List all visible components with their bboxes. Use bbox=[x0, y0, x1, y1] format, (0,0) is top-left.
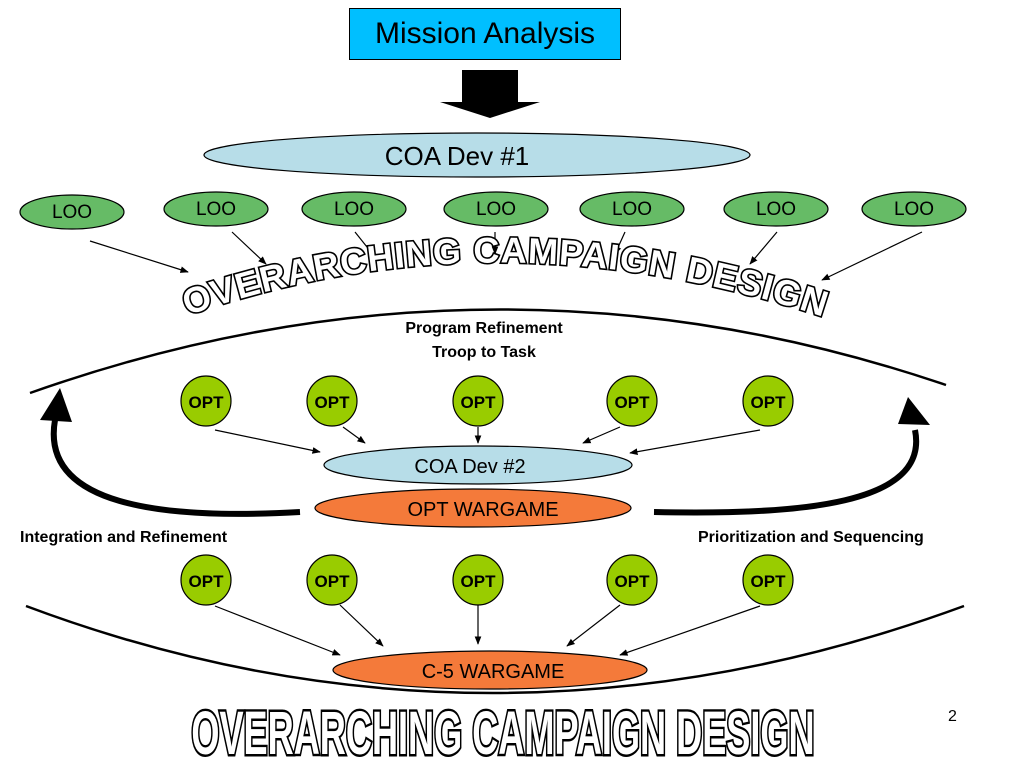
loo-label-4: LOO bbox=[476, 199, 516, 220]
program-refinement-line1: Program Refinement bbox=[405, 320, 563, 337]
loo-label-1: LOO bbox=[52, 202, 92, 223]
left-curved-arrow bbox=[50, 419, 301, 517]
down-arrow bbox=[440, 70, 540, 118]
page-number: 2 bbox=[948, 708, 957, 725]
lower-opt-label-4: OPT bbox=[615, 572, 651, 591]
opt-wargame-ellipse bbox=[314, 488, 632, 528]
lower-opt-label-2: OPT bbox=[315, 572, 351, 591]
mission-analysis-box: Mission Analysis bbox=[349, 8, 621, 60]
lower-opt-circle-1 bbox=[180, 554, 232, 606]
c5-wargame-label: C-5 WARGAME bbox=[422, 661, 565, 683]
loo-group: LOO LOO LOO LOO LOO LOO LOO bbox=[19, 191, 967, 230]
lower-opt-circle-5 bbox=[742, 554, 794, 606]
upper-opt-circle-5 bbox=[742, 375, 794, 427]
coa2-ellipse bbox=[323, 445, 633, 485]
loo-ellipse-2 bbox=[163, 191, 269, 227]
upper-opt-label-5: OPT bbox=[751, 393, 787, 412]
loo-ellipse-7 bbox=[861, 191, 967, 227]
loo-ellipse-6 bbox=[723, 191, 829, 227]
loo-label-7: LOO bbox=[894, 199, 934, 220]
loo-ellipse-4 bbox=[443, 191, 549, 227]
opt-upper-group: OPT OPT OPT OPT OPT bbox=[180, 375, 794, 427]
right-arrowhead bbox=[898, 397, 930, 425]
loo-label-6: LOO bbox=[756, 199, 796, 220]
upper-opt-circle-2 bbox=[306, 375, 358, 427]
lower-opt-circle-2 bbox=[306, 554, 358, 606]
upper-opt-circle-1 bbox=[180, 375, 232, 427]
top-divider-curve bbox=[29, 308, 947, 395]
upper-opt-circle-3 bbox=[452, 375, 504, 427]
upper-opt-label-4: OPT bbox=[615, 393, 651, 412]
coa2-label: COA Dev #2 bbox=[414, 456, 525, 478]
program-refinement-line2: Troop to Task bbox=[432, 344, 536, 361]
loo-label-3: LOO bbox=[334, 199, 374, 220]
lower-opt-label-5: OPT bbox=[751, 572, 787, 591]
lower-opt-circle-4 bbox=[606, 554, 658, 606]
right-curved-arrow bbox=[653, 429, 920, 516]
opt-upper-arrows bbox=[214, 426, 761, 455]
arc-title-bottom: OVERARCHING CAMPAIGN DESIGN bbox=[191, 699, 814, 767]
lower-opt-label-3: OPT bbox=[461, 572, 497, 591]
opt-lower-group: OPT OPT OPT OPT OPT bbox=[180, 554, 794, 606]
coa1-label: COA Dev #1 bbox=[385, 141, 530, 171]
upper-opt-circle-4 bbox=[606, 375, 658, 427]
bottom-divider-curve bbox=[25, 604, 965, 695]
c5-wargame-ellipse bbox=[332, 650, 648, 690]
left-arrowhead bbox=[40, 388, 72, 422]
loo-label-2: LOO bbox=[196, 199, 236, 220]
upper-opt-label-3: OPT bbox=[461, 393, 497, 412]
opt-lower-arrows bbox=[214, 604, 761, 656]
upper-opt-label-2: OPT bbox=[315, 393, 351, 412]
loo-ellipse-1 bbox=[19, 194, 125, 230]
loo-ellipse-5 bbox=[579, 191, 685, 227]
loo-label-5: LOO bbox=[612, 199, 652, 220]
opt-wargame-label: OPT WARGAME bbox=[407, 499, 558, 521]
coa1-ellipse bbox=[203, 132, 751, 178]
prioritization-label: Prioritization and Sequencing bbox=[698, 529, 924, 546]
loo-ellipse-3 bbox=[301, 191, 407, 227]
loo-arrows bbox=[89, 231, 923, 281]
lower-opt-label-1: OPT bbox=[189, 572, 225, 591]
upper-opt-label-1: OPT bbox=[189, 393, 225, 412]
integration-label: Integration and Refinement bbox=[20, 529, 228, 546]
